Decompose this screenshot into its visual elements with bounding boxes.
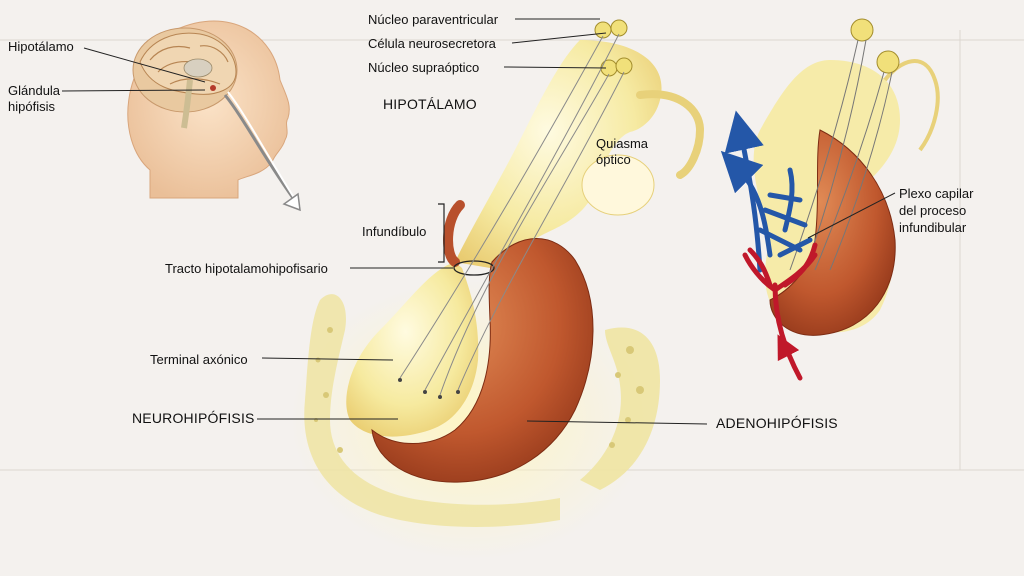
label-quiasma-2: óptico (596, 152, 631, 167)
axon-fibers (399, 33, 625, 396)
infundibulum-bracket (438, 203, 445, 263)
label-hipotalamo: Hipotálamo (8, 39, 74, 54)
inset-capillary-diagram (720, 18, 940, 381)
label-quiasma-1: Quiasma (596, 136, 649, 151)
axon-terminals (398, 378, 460, 399)
label-infundibulo: Infundíbulo (362, 224, 427, 239)
label-hipotalamo-region: HIPOTÁLAMO (383, 96, 477, 112)
label-adenohipofisis: ADENOHIPÓFISIS (716, 415, 838, 431)
label-glandula-hipofisis-1: Glándula (8, 83, 61, 98)
sphenoid-bone-right (580, 327, 660, 490)
label-plexo-3: infundibular (899, 220, 967, 235)
neurosecretory-cells (594, 19, 633, 77)
label-celula-neurosecretora: Célula neurosecretora (368, 36, 496, 51)
label-terminal-axonico: Terminal axónico (150, 352, 248, 367)
label-glandula-hipofisis-2: hipófisis (8, 99, 55, 114)
label-plexo-2: del proceso (899, 203, 967, 218)
label-tracto: Tracto hipotalamohipofisario (165, 261, 328, 276)
tract-ellipse (453, 260, 495, 276)
leader-lines (61, 18, 896, 425)
label-plexo-1: Plexo capilar (899, 186, 974, 201)
head-illustration (127, 20, 301, 212)
hypothalamus-structure (346, 40, 705, 437)
label-nucleo-paraventricular: Núcleo paraventricular (368, 12, 499, 27)
label-neurohipofisis: NEUROHIPÓFISIS (132, 410, 255, 426)
label-nucleo-supraoptico: Núcleo supraóptico (368, 60, 480, 75)
